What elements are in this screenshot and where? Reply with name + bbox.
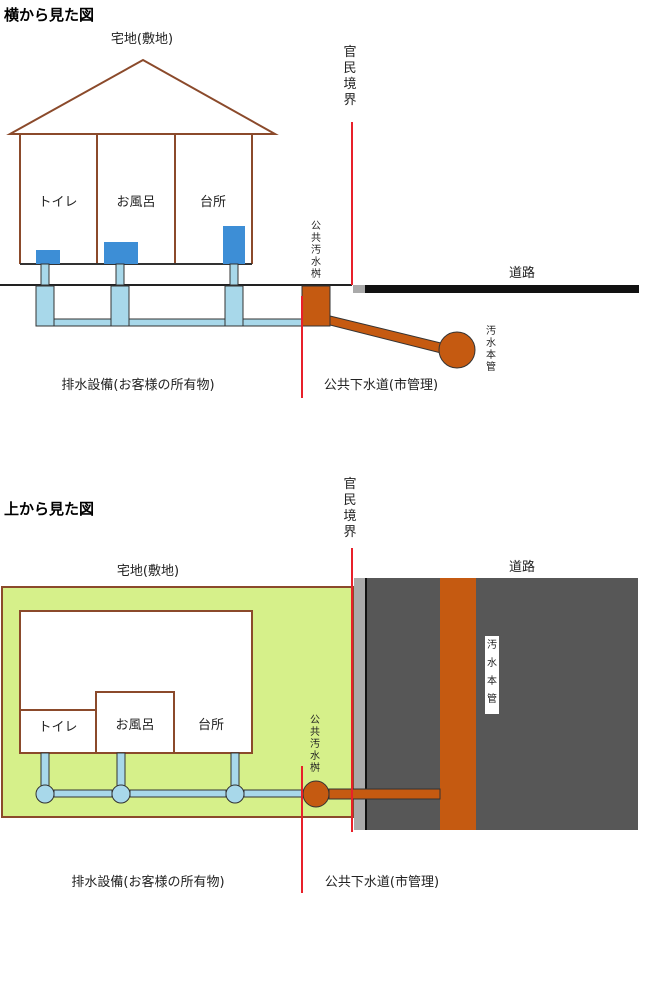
side-private-basin: [110, 285, 130, 327]
side-basin-char-0: 公: [311, 221, 321, 232]
side-boundary-char-1: 民: [343, 61, 356, 76]
top-main-char-1: 水: [487, 657, 497, 669]
top-room-toilet: トイレ: [38, 720, 77, 735]
side-main-char-2: 本: [486, 348, 496, 361]
top-connection-pipe: [328, 788, 441, 800]
side-room-kitchen: 台所: [200, 195, 226, 210]
top-private-basin: [35, 784, 55, 804]
top-room-kitchen: 台所: [198, 718, 224, 733]
top-boundary-char-1: 民: [343, 493, 356, 508]
side-riser-pipe: [115, 263, 125, 286]
top-room-bath-box: [95, 691, 175, 754]
side-drain-pipe: [128, 318, 227, 327]
top-room-toilet-box: [19, 709, 97, 754]
top-drain-pipes: [35, 752, 305, 804]
side-riser-pipe: [40, 263, 50, 286]
side-house-roof: [6, 58, 279, 135]
side-road: [365, 285, 639, 293]
top-private-label: 排水設備(お客様の所有物): [71, 874, 224, 890]
side-room-toilet: トイレ: [38, 195, 77, 210]
top-lot-label: 宅地(敷地): [117, 564, 179, 579]
top-basin-char-3: 水: [310, 750, 320, 762]
top-main-char-3: 管: [487, 692, 497, 705]
top-basin-char-1: 共: [310, 726, 320, 738]
side-basin-char-2: 汚: [311, 243, 321, 256]
top-main-char-2: 本: [487, 674, 497, 687]
top-public-label: 公共下水道(市管理): [325, 874, 439, 890]
side-main-char-0: 汚: [486, 324, 496, 337]
side-bath-fixture: [104, 242, 138, 264]
side-toilet-fixture: [36, 250, 60, 264]
side-connection-pipe: [329, 315, 446, 355]
side-boundary-char-0: 官: [343, 44, 356, 60]
side-riser-pipe: [229, 263, 239, 286]
side-basin-char-1: 共: [311, 232, 321, 244]
top-main-char-0: 汚: [487, 638, 497, 651]
top-boundary-char-3: 界: [343, 525, 356, 540]
side-road-label: 道路: [509, 265, 535, 281]
side-room-bath: お風呂: [116, 195, 155, 210]
top-road-curb: [354, 578, 365, 830]
side-drain-pipe: [242, 318, 303, 327]
top-road-label: 道路: [509, 559, 535, 575]
top-drain-pipe: [53, 789, 113, 798]
top-private-basin: [111, 784, 131, 804]
top-house: [19, 610, 253, 754]
side-drain-pipes: [35, 263, 303, 327]
top-room-bath: お風呂: [115, 718, 154, 733]
top-public-basin: [302, 780, 330, 808]
side-boundary-char-3: 界: [343, 93, 356, 108]
side-main-char-3: 管: [486, 360, 496, 373]
top-sewer-main: [440, 578, 476, 830]
top-drain-pipe: [243, 789, 305, 798]
side-private-basin: [224, 285, 244, 327]
side-basin-char-3: 水: [311, 256, 321, 268]
side-boundary-char-2: 境: [343, 77, 356, 92]
side-public-basin: [301, 285, 331, 327]
top-basin-char-4: 桝: [310, 761, 320, 774]
side-private-label: 排水設備(お客様の所有物): [61, 377, 214, 393]
side-main-char-1: 水: [486, 337, 496, 349]
top-boundary-char-0: 官: [343, 476, 356, 492]
side-drain-pipe: [53, 318, 115, 327]
top-basin-char-0: 公: [310, 715, 320, 726]
side-lot-label: 宅地(敷地): [111, 32, 173, 47]
top-main-label-box: [485, 636, 499, 714]
side-private-basin: [35, 285, 55, 327]
side-view-heading: 横から見た図: [4, 6, 94, 24]
top-drain-pipe: [129, 789, 227, 798]
top-private-basin: [225, 784, 245, 804]
side-road-curb: [353, 285, 365, 293]
side-basin-char-4: 桝: [311, 267, 321, 280]
side-house: [6, 58, 279, 264]
side-kitchen-fixture: [223, 226, 245, 264]
side-sewer-main: [438, 331, 476, 369]
top-view-heading: 上から見た図: [4, 500, 94, 518]
top-boundary-char-2: 境: [343, 509, 356, 524]
side-public-label: 公共下水道(市管理): [324, 377, 438, 393]
top-basin-char-2: 汚: [310, 737, 320, 750]
